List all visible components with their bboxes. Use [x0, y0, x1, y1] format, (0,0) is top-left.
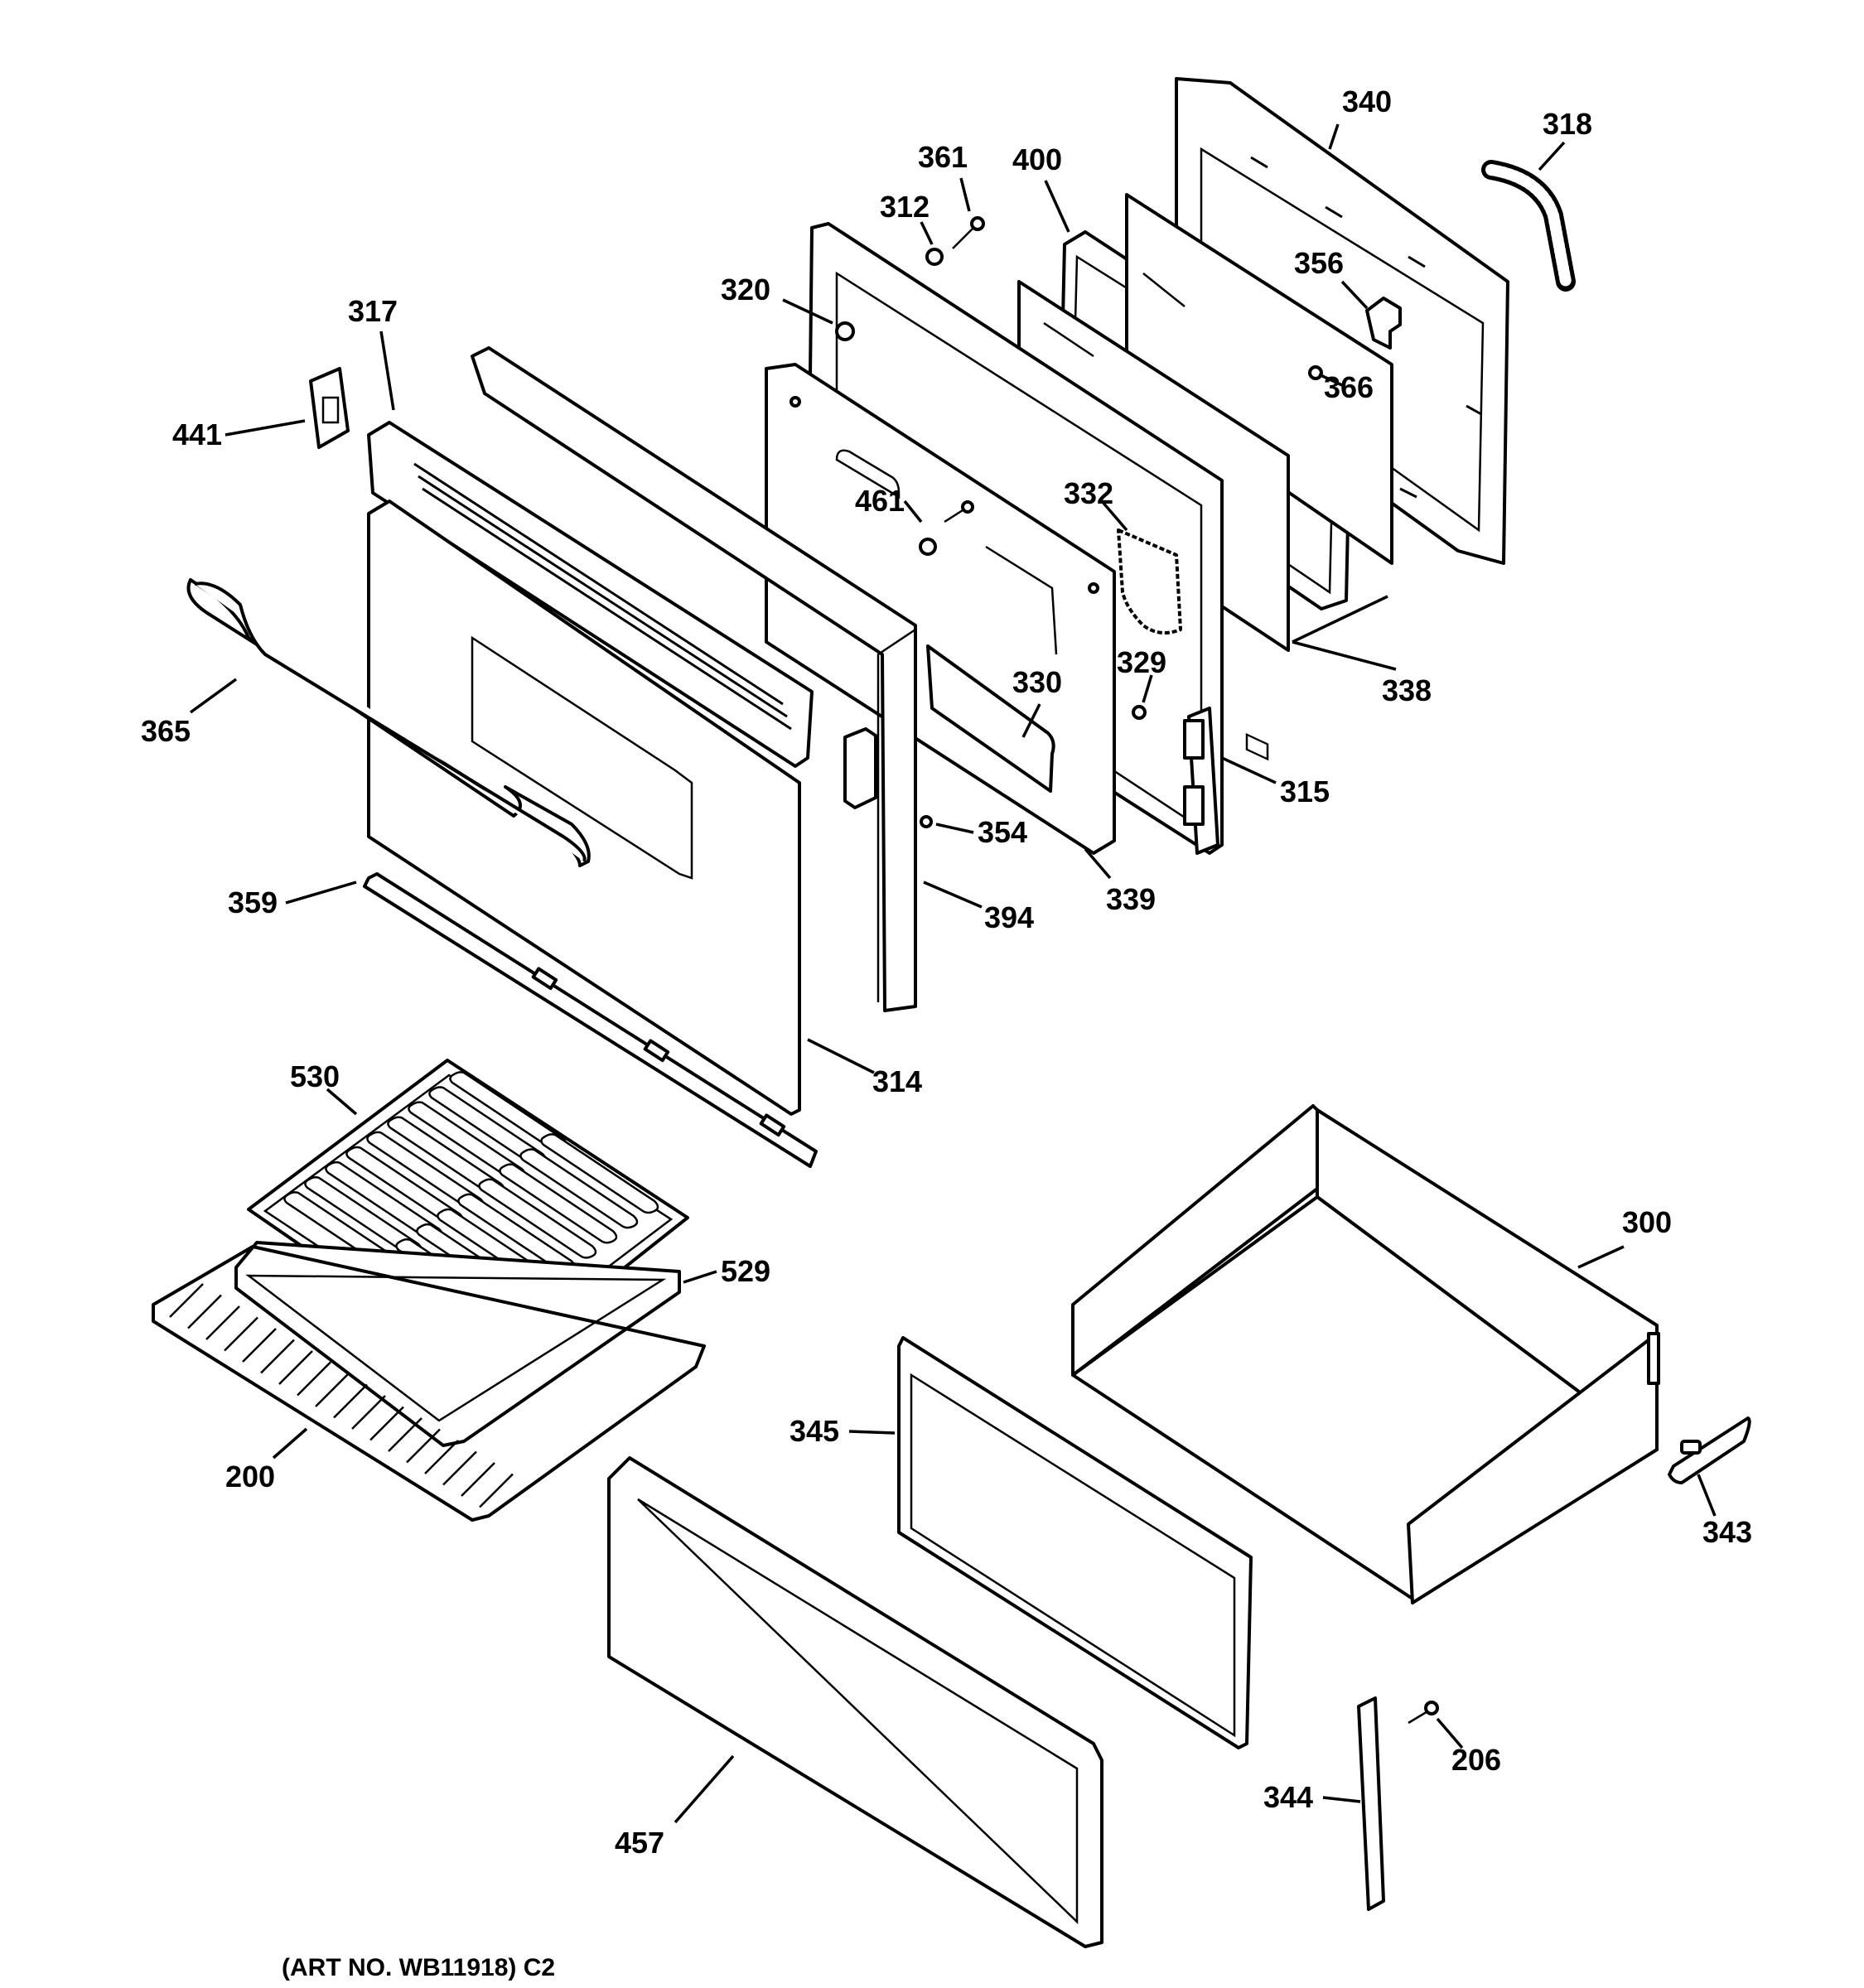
callout-labels: 340 318 361 400 312 356 320 317 366 441 …	[141, 84, 1752, 1860]
part-344-drawer-rail	[1357, 1696, 1385, 1911]
broiler-ribs	[283, 1071, 659, 1334]
rack-wire	[205, 1305, 240, 1340]
rack-wire	[406, 1428, 441, 1464]
broiler-rib	[478, 1178, 597, 1259]
label-441: 441	[172, 417, 222, 451]
rack-wire	[369, 1406, 404, 1441]
rack-wire	[169, 1283, 204, 1318]
label-394: 394	[984, 900, 1034, 934]
rack-wire	[260, 1339, 295, 1374]
part-314-outer-door	[367, 499, 801, 1116]
rack-wire	[442, 1450, 477, 1486]
rack-wire	[479, 1473, 514, 1508]
rack-wire	[333, 1383, 368, 1419]
label-206: 206	[1451, 1743, 1501, 1777]
label-339: 339	[1106, 882, 1156, 916]
label-457: 457	[615, 1826, 664, 1860]
broiler-rib	[499, 1163, 618, 1244]
part-394-door-frame-rail	[471, 346, 917, 1012]
rack-wire	[224, 1316, 258, 1352]
broiler-rib	[519, 1148, 639, 1229]
rack-wire	[461, 1462, 495, 1497]
rack-wire	[351, 1395, 386, 1430]
label-317: 317	[348, 294, 398, 328]
rack-wires	[169, 1283, 514, 1508]
part-361-screw	[952, 216, 985, 249]
part-356-hinge-bracket	[1365, 297, 1402, 350]
part-359-bottom-trim	[363, 872, 818, 1168]
part-354-screw	[920, 815, 933, 828]
part-329-screw	[1132, 705, 1147, 720]
rack-wire	[187, 1294, 222, 1329]
art-number: (ART NO. WB11918) C2	[282, 1954, 555, 1981]
part-343-drawer-glide	[1668, 1416, 1751, 1484]
part-461-screw	[919, 500, 974, 556]
part-315-door-hinge-side	[1183, 707, 1219, 855]
label-361: 361	[918, 140, 968, 174]
part-330-window-trim	[926, 644, 1055, 793]
part-441-hinge-receiver	[309, 367, 350, 449]
label-356: 356	[1294, 246, 1344, 280]
label-461: 461	[855, 484, 905, 518]
rack-wire	[424, 1440, 459, 1474]
label-300: 300	[1622, 1205, 1672, 1239]
part-312-washer	[925, 248, 944, 266]
label-315: 315	[1280, 774, 1330, 808]
label-330: 330	[1012, 665, 1062, 699]
part-366-screw	[1308, 365, 1323, 380]
part-300-drawer-box	[1071, 1104, 1660, 1604]
label-530: 530	[290, 1059, 340, 1093]
rack-wire	[315, 1373, 350, 1407]
label-312: 312	[880, 190, 930, 224]
rack-wire	[297, 1361, 331, 1397]
label-340: 340	[1342, 84, 1392, 118]
label-366: 366	[1324, 370, 1374, 404]
rack-wire	[388, 1417, 423, 1452]
label-344: 344	[1263, 1780, 1313, 1814]
label-320: 320	[721, 273, 770, 306]
label-354: 354	[978, 815, 1027, 849]
part-457-drawer-front	[607, 1456, 1103, 1948]
part-318-gasket	[1481, 160, 1576, 292]
part-200-oven-rack	[152, 1245, 706, 1522]
label-332: 332	[1064, 476, 1113, 510]
label-338: 338	[1382, 673, 1432, 707]
leader-lines	[189, 123, 1717, 1824]
label-200: 200	[225, 1460, 275, 1493]
part-529-broiler-pan	[234, 1241, 681, 1447]
part-365-door-handle	[186, 578, 591, 867]
broiler-rib	[540, 1133, 659, 1214]
part-345-drawer-inner-panel	[897, 1336, 1253, 1749]
label-400: 400	[1012, 142, 1062, 176]
label-345: 345	[790, 1414, 839, 1448]
label-318: 318	[1543, 107, 1592, 141]
rack-wire	[242, 1328, 277, 1363]
part-317-vent-trim	[367, 421, 814, 768]
label-529: 529	[721, 1254, 770, 1288]
rack-wire	[278, 1350, 313, 1385]
label-343: 343	[1702, 1515, 1752, 1549]
label-329: 329	[1117, 645, 1166, 679]
label-314: 314	[872, 1064, 922, 1098]
part-206-screw	[1408, 1701, 1439, 1725]
label-365: 365	[141, 714, 191, 748]
part-332-insulation-block	[1117, 528, 1182, 635]
label-359: 359	[228, 885, 278, 919]
